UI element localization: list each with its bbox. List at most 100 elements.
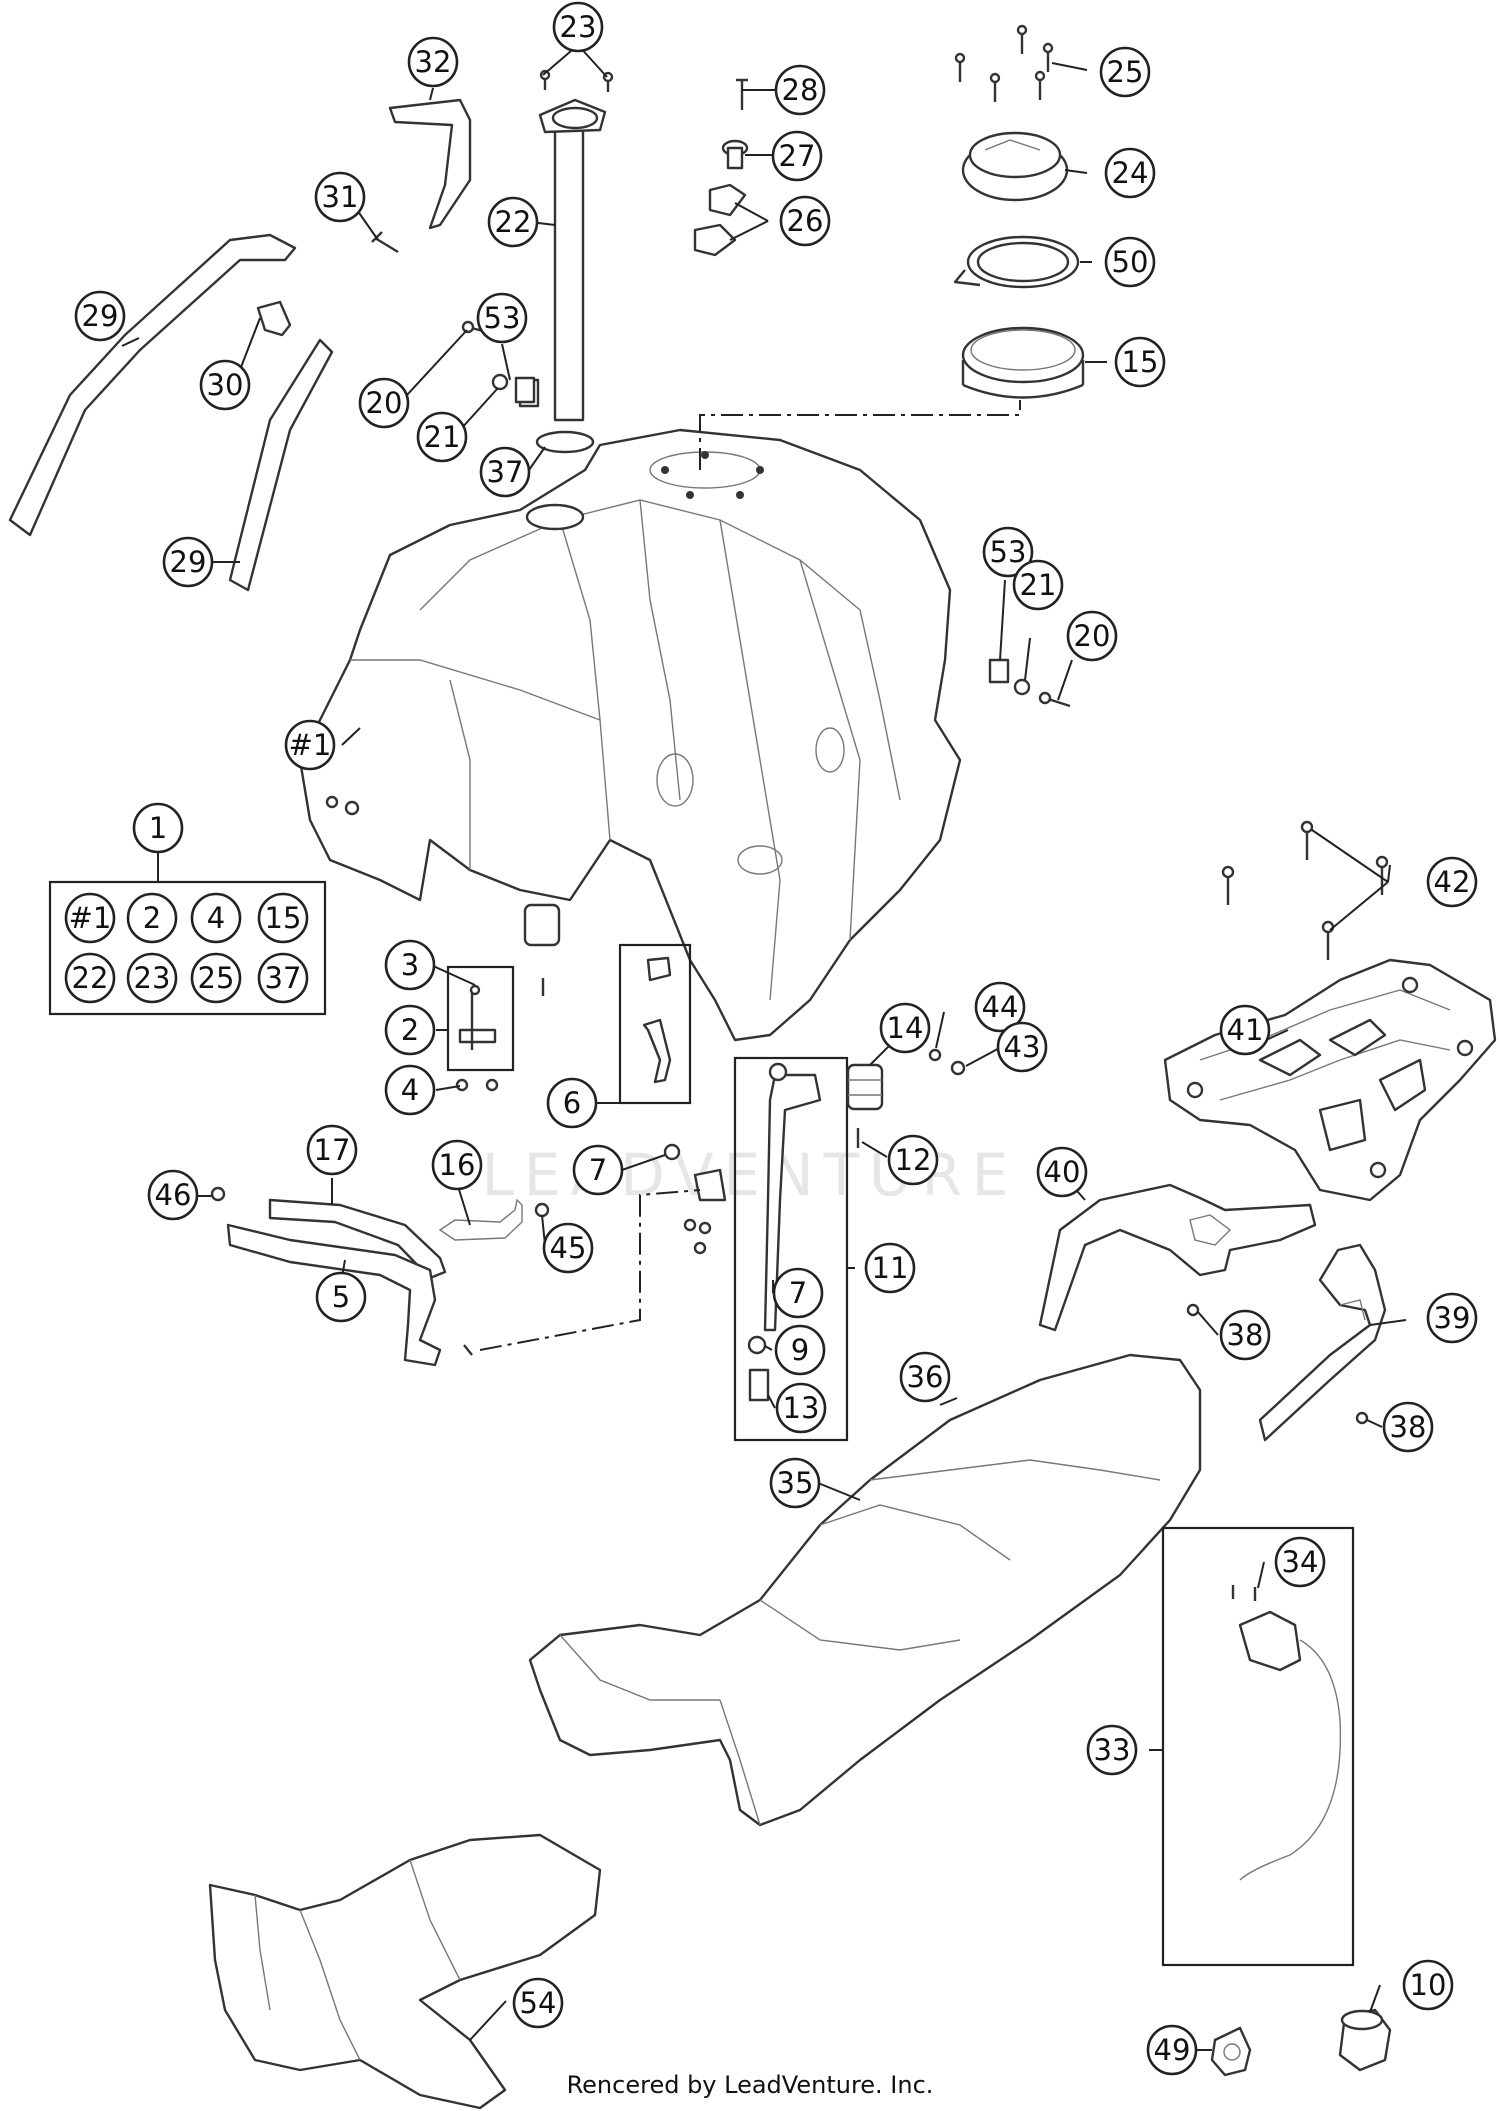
svg-text:2: 2 <box>143 901 161 935</box>
svg-text:5: 5 <box>332 1280 350 1314</box>
svg-text:7: 7 <box>589 1153 607 1187</box>
svg-text:38: 38 <box>1227 1318 1264 1352</box>
callout-54: 54 <box>512 1977 564 2029</box>
svg-text:9: 9 <box>791 1333 809 1367</box>
hose-29-upper <box>8 233 297 537</box>
svg-text:4: 4 <box>401 1073 419 1107</box>
footer-credit: Rencered by LeadVenture. Inc. <box>567 2071 934 2099</box>
callout-1: 1 <box>132 802 184 854</box>
kit-item-4: 15 <box>257 892 309 944</box>
svg-text:33: 33 <box>1094 1733 1131 1767</box>
seat <box>528 1353 1202 1827</box>
svg-text:29: 29 <box>82 299 119 333</box>
svg-text:42: 42 <box>1434 865 1471 899</box>
callout-23: 23 <box>552 1 604 53</box>
svg-text:38: 38 <box>1390 1410 1427 1444</box>
fuel-tap-box <box>446 965 515 1092</box>
callout-17: 17 <box>306 1124 358 1176</box>
svg-text:36: 36 <box>907 1360 944 1394</box>
bolts-42 <box>1221 820 1389 960</box>
seat-lock-box <box>1161 1526 1355 1967</box>
callout-43: 43 <box>996 1021 1048 1073</box>
hose-box-6 <box>618 943 692 1105</box>
svg-text:41: 41 <box>1227 1013 1264 1047</box>
pin-31 <box>371 231 399 254</box>
callout-38-upper: 38 <box>1219 1309 1271 1361</box>
svg-text:7: 7 <box>789 1276 807 1310</box>
callout-37: 37 <box>479 446 531 498</box>
callout-42: 42 <box>1426 856 1478 908</box>
callout-44: 44 <box>974 981 1026 1033</box>
callout-7-upper: 7 <box>572 1144 624 1196</box>
svg-text:20: 20 <box>1074 619 1111 653</box>
svg-text:21: 21 <box>424 420 461 454</box>
fuel-tank <box>298 428 962 1042</box>
kit-item-8: 37 <box>257 952 309 1004</box>
fuel-cap-assembly <box>953 131 1085 399</box>
svg-text:#1: #1 <box>69 901 112 935</box>
callout-38-lower: 38 <box>1382 1401 1434 1453</box>
svg-text:13: 13 <box>783 1391 820 1425</box>
svg-text:37: 37 <box>265 961 302 995</box>
svg-text:2: 2 <box>401 1013 419 1047</box>
callout-29-upper: 29 <box>74 290 126 342</box>
callout-35: 35 <box>769 1457 821 1509</box>
callout-46: 46 <box>147 1169 199 1221</box>
svg-text:24: 24 <box>1112 156 1149 190</box>
callout-24: 24 <box>1104 147 1156 199</box>
callout-29-lower: 29 <box>162 536 214 588</box>
callout-10: 10 <box>1402 1959 1454 2011</box>
screw-38a <box>1186 1303 1200 1317</box>
svg-text:22: 22 <box>72 961 109 995</box>
callout-49: 49 <box>1146 2024 1198 2076</box>
svg-text:31: 31 <box>322 180 359 214</box>
svg-text:28: 28 <box>782 73 819 107</box>
kit-item-3: 4 <box>190 892 242 944</box>
kit-item-6: 23 <box>126 952 178 1004</box>
callout-33: 33 <box>1086 1724 1138 1776</box>
grommets-14 <box>846 1048 966 1148</box>
luggage-rack <box>1163 958 1497 1202</box>
svg-text:39: 39 <box>1434 1301 1471 1335</box>
callout-6: 6 <box>546 1077 598 1129</box>
dashed-cap-line <box>699 400 1021 470</box>
screw-38b <box>1355 1411 1369 1425</box>
breather-hose-32 <box>388 98 472 230</box>
dashed-connector <box>479 1189 701 1351</box>
svg-text:49: 49 <box>1154 2033 1191 2067</box>
callout-13: 13 <box>775 1382 827 1434</box>
callout-20-right: 20 <box>1066 610 1118 662</box>
svg-text:22: 22 <box>495 205 532 239</box>
svg-text:17: 17 <box>314 1133 351 1167</box>
lock-cylinders <box>1210 2008 1392 2077</box>
svg-text:50: 50 <box>1112 245 1149 279</box>
svg-text:32: 32 <box>415 45 452 79</box>
callout-32: 32 <box>407 36 459 88</box>
svg-text:40: 40 <box>1044 1155 1081 1189</box>
callout-28: 28 <box>774 64 826 116</box>
callout-25: 25 <box>1099 46 1151 98</box>
small-parts-26-27-28 <box>693 78 749 257</box>
callout-50: 50 <box>1104 236 1156 288</box>
kit-item-7: 25 <box>190 952 242 1004</box>
callout-11: 11 <box>864 1242 916 1294</box>
svg-text:30: 30 <box>207 368 244 402</box>
svg-text:25: 25 <box>1107 55 1144 89</box>
fuel-tap-connector <box>663 1143 727 1255</box>
svg-text:29: 29 <box>170 545 207 579</box>
svg-text:53: 53 <box>484 301 521 335</box>
callout-21-right: 21 <box>1012 559 1064 611</box>
callout-36: 36 <box>899 1351 951 1403</box>
callout-15: 15 <box>1114 336 1166 388</box>
svg-text:15: 15 <box>1122 345 1159 379</box>
bottom-cover-54 <box>208 1833 602 2110</box>
svg-text:34: 34 <box>1282 1545 1319 1579</box>
svg-text:37: 37 <box>487 455 524 489</box>
tail-bracket-39 <box>1258 1243 1387 1442</box>
callout-20-left: 20 <box>358 377 410 429</box>
svg-text:26: 26 <box>787 204 824 238</box>
svg-text:#1: #1 <box>289 728 332 762</box>
svg-text:43: 43 <box>1004 1030 1041 1064</box>
callout-2: 2 <box>384 1004 436 1056</box>
